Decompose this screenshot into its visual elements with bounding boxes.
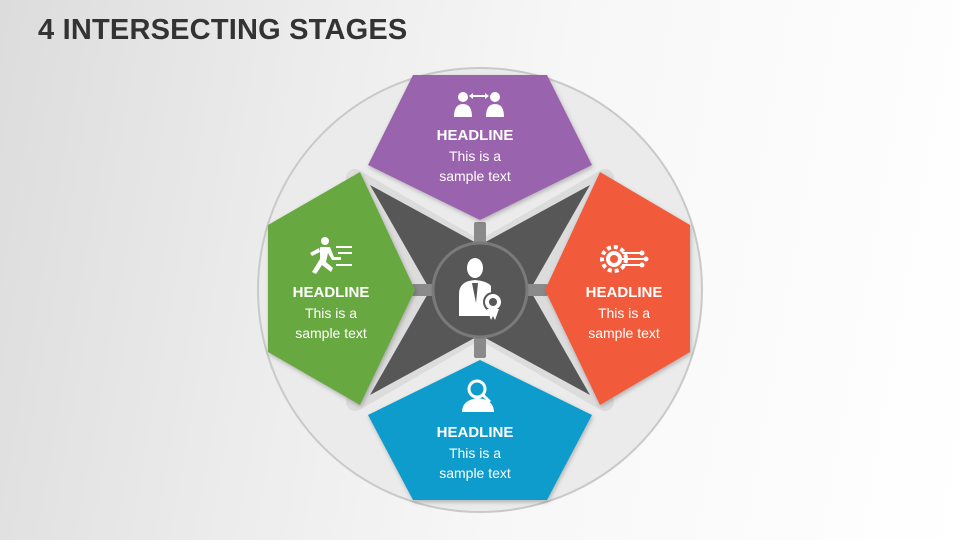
stage-bottom-desc-line2: sample text bbox=[439, 465, 511, 481]
stage-left-headline: HEADLINE bbox=[292, 284, 370, 301]
stage-top-desc-line2: sample text bbox=[439, 168, 511, 184]
stage-right-shape bbox=[545, 172, 690, 405]
stage-right-text: HEADLINE This is a sample text bbox=[554, 283, 694, 343]
stage-left-text: HEADLINE This is a sample text bbox=[261, 283, 401, 343]
stage-right-desc-line2: sample text bbox=[588, 325, 660, 341]
stage-top-headline: HEADLINE bbox=[436, 127, 514, 144]
person-search-icon bbox=[462, 379, 494, 412]
stage-top-text: HEADLINE This is a sample text bbox=[405, 126, 545, 186]
running-person-icon bbox=[310, 237, 352, 274]
stage-bottom-desc-line1: This is a bbox=[448, 445, 502, 461]
stage-right-headline: HEADLINE bbox=[585, 284, 663, 301]
stage-left-shape bbox=[268, 172, 415, 405]
stage-bottom-text: HEADLINE This is a sample text bbox=[405, 423, 545, 483]
two-people-exchange-icon bbox=[454, 92, 504, 117]
stage-left-desc-line1: This is a bbox=[304, 305, 358, 321]
gear-circuit-icon bbox=[600, 245, 649, 273]
stage-left-desc-line2: sample text bbox=[295, 325, 367, 341]
stage-top-shape bbox=[368, 75, 592, 220]
stage-right-desc-line1: This is a bbox=[597, 305, 651, 321]
stage-bottom-shape bbox=[368, 360, 592, 500]
stage-top-desc-line1: This is a bbox=[448, 148, 502, 164]
businessman-award-icon bbox=[459, 258, 503, 320]
stage-bottom-headline: HEADLINE bbox=[436, 424, 514, 441]
page-title: 4 INTERSECTING STAGES bbox=[38, 14, 408, 46]
